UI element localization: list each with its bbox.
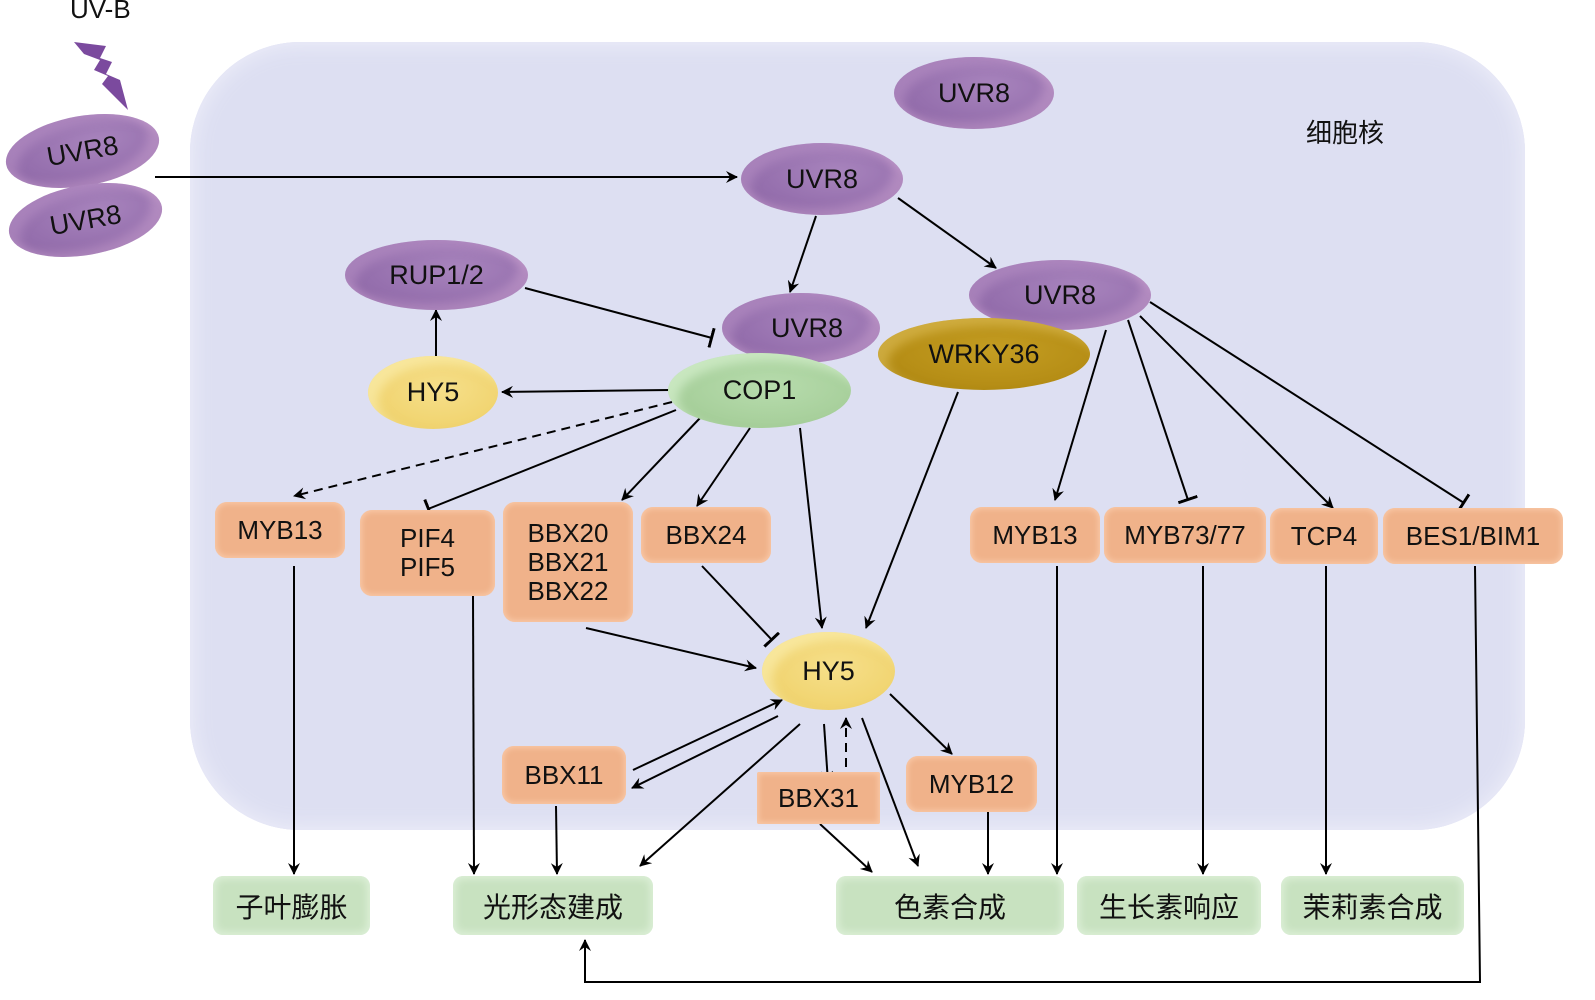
uvr8-nucleus-top-label: UVR8 — [937, 77, 1011, 108]
bbx20-21-22-box[interactable]: BBX20 BBX21 BBX22 — [503, 502, 633, 622]
rup12-node[interactable]: RUP1/2 — [345, 240, 528, 310]
bbx11-box[interactable]: BBX11 — [502, 746, 626, 804]
pif4-label: PIF4 — [400, 523, 455, 553]
bes1-bim1-label: BES1/BIM1 — [1405, 520, 1541, 551]
uvr8-dimer-bottom[interactable]: UVR8 — [3, 172, 168, 268]
output-auxin-response[interactable]: 生长素响应 — [1077, 876, 1261, 935]
output-pigment-label: 色素合成 — [893, 890, 1006, 924]
bbx24-label: BBX24 — [665, 519, 747, 550]
uvr8-cop1-label: UVR8 — [770, 312, 844, 343]
myb13-left-box[interactable]: MYB13 — [215, 502, 345, 558]
myb7377-box[interactable]: MYB73/77 — [1104, 507, 1266, 563]
myb12-label: MYB12 — [928, 768, 1015, 799]
pif-box[interactable]: PIF4 PIF5 — [360, 510, 495, 596]
rup12-label: RUP1/2 — [389, 259, 484, 290]
tcp4-label: TCP4 — [1290, 520, 1358, 551]
output-photomorphogenesis[interactable]: 光形态建成 — [453, 876, 653, 935]
uvr8-main[interactable]: UVR8 — [741, 143, 903, 215]
wrky36-label: WRKY36 — [928, 338, 1040, 369]
hy5-top-label: HY5 — [406, 377, 460, 407]
bbx21-label: BBX21 — [527, 546, 609, 577]
uvr8-nucleus-top[interactable]: UVR8 — [894, 57, 1054, 129]
hy5-center-label: HY5 — [802, 655, 855, 686]
wrky36-node[interactable]: WRKY36 — [878, 318, 1090, 390]
myb13-left-label: MYB13 — [237, 514, 323, 545]
bbx31-label: BBX31 — [778, 782, 859, 813]
hy5-top-node[interactable]: HY5 — [368, 356, 498, 429]
nucleus-label: 细胞核 — [1306, 119, 1385, 149]
uvr8-main-label: UVR8 — [785, 163, 859, 194]
bbx24-box[interactable]: BBX24 — [641, 507, 771, 563]
myb13-right-label: MYB13 — [992, 519, 1078, 550]
bbx11-label: BBX11 — [524, 759, 604, 790]
hy5-center-node[interactable]: HY5 — [762, 632, 895, 710]
bes1-bim1-box[interactable]: BES1/BIM1 — [1383, 508, 1563, 564]
output-jasmonate-label: 茉莉素合成 — [1302, 890, 1443, 924]
output-photomorphogenesis-label: 光形态建成 — [482, 890, 623, 924]
uvr8-dimer-top-label: UVR8 — [44, 129, 121, 172]
myb13-right-box[interactable]: MYB13 — [970, 507, 1100, 563]
edge-bbx31-to-pigment — [819, 823, 873, 873]
output-auxin-label: 生长素响应 — [1098, 890, 1239, 924]
uvb-label: UV-B — [70, 0, 131, 24]
uvr8-wrky-label: UVR8 — [1023, 279, 1097, 310]
uvr8-cop1-complex[interactable]: UVR8 — [722, 293, 880, 363]
cop1-node[interactable]: COP1 — [668, 353, 851, 428]
uvr8-dimer-bottom-label: UVR8 — [47, 198, 124, 241]
bbx31-box[interactable]: BBX31 — [757, 772, 880, 824]
output-cotyledon-label: 子叶膨胀 — [235, 890, 348, 924]
tcp4-box[interactable]: TCP4 — [1270, 508, 1378, 564]
myb12-box[interactable]: MYB12 — [906, 756, 1037, 812]
bbx20-label: BBX20 — [527, 517, 609, 548]
cop1-label: COP1 — [722, 375, 797, 405]
output-pigment-synthesis[interactable]: 色素合成 — [836, 876, 1064, 935]
lightning-bolt-icon — [74, 42, 128, 110]
output-cotyledon-expansion[interactable]: 子叶膨胀 — [213, 876, 370, 935]
output-jasmonate-synthesis[interactable]: 茉莉素合成 — [1281, 876, 1464, 935]
bbx22-label: BBX22 — [527, 575, 609, 606]
pif5-label: PIF5 — [400, 552, 455, 582]
myb7377-label: MYB73/77 — [1124, 519, 1246, 550]
